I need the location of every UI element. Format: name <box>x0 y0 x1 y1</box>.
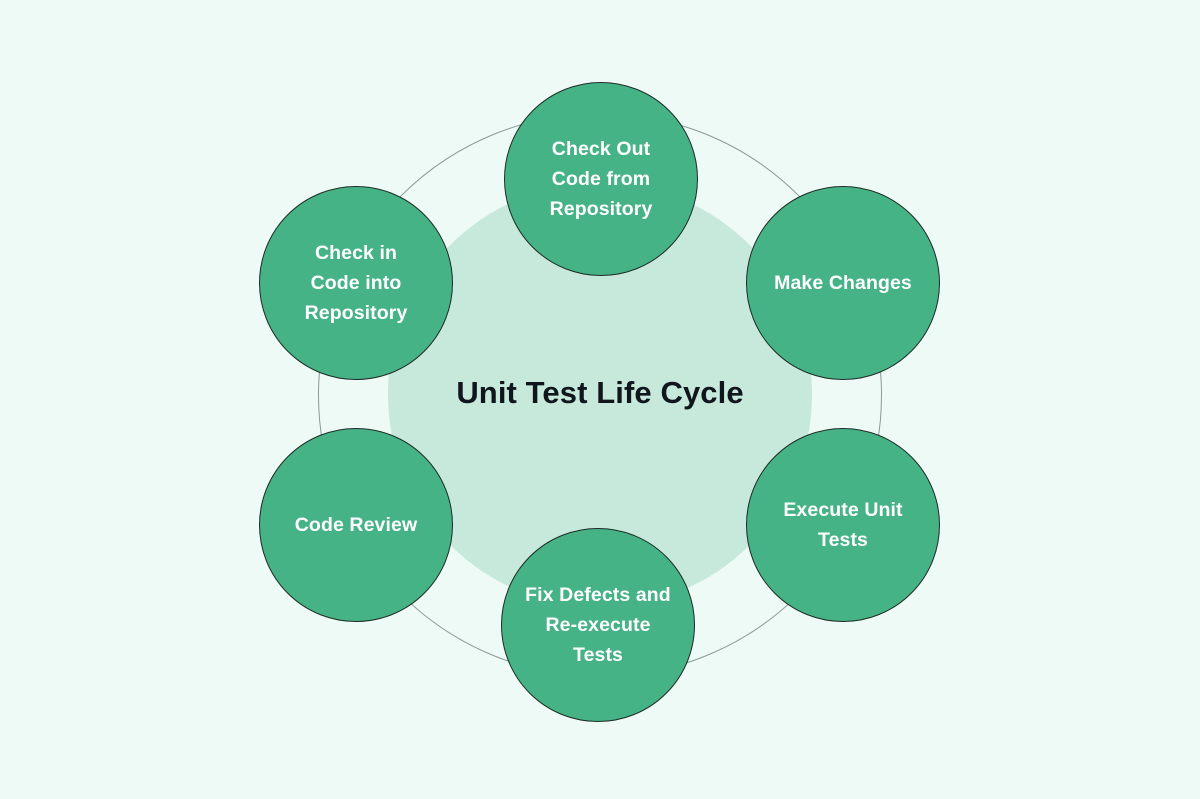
diagram-title: Unit Test Life Cycle <box>456 375 744 410</box>
cycle-node-label: Execute Unit Tests <box>783 499 903 551</box>
cycle-node-label: Check in Code into Repository <box>304 242 408 324</box>
cycle-node-label: Code Review <box>294 514 418 536</box>
cycle-node-check-in[interactable]: Check in Code into Repository <box>259 186 453 380</box>
cycle-node-fix-defects[interactable]: Fix Defects and Re-execute Tests <box>501 528 695 722</box>
cycle-node-code-review[interactable]: Code Review <box>259 428 453 622</box>
cycle-node-make-changes[interactable]: Make Changes <box>746 186 940 380</box>
cycle-node-execute-tests[interactable]: Execute Unit Tests <box>746 428 940 622</box>
cycle-node-label: Fix Defects and Re-execute Tests <box>525 584 671 666</box>
cycle-node-label: Make Changes <box>774 272 912 294</box>
cycle-node-label: Check Out Code from Repository <box>549 138 653 220</box>
cycle-node-check-out[interactable]: Check Out Code from Repository <box>504 82 698 276</box>
